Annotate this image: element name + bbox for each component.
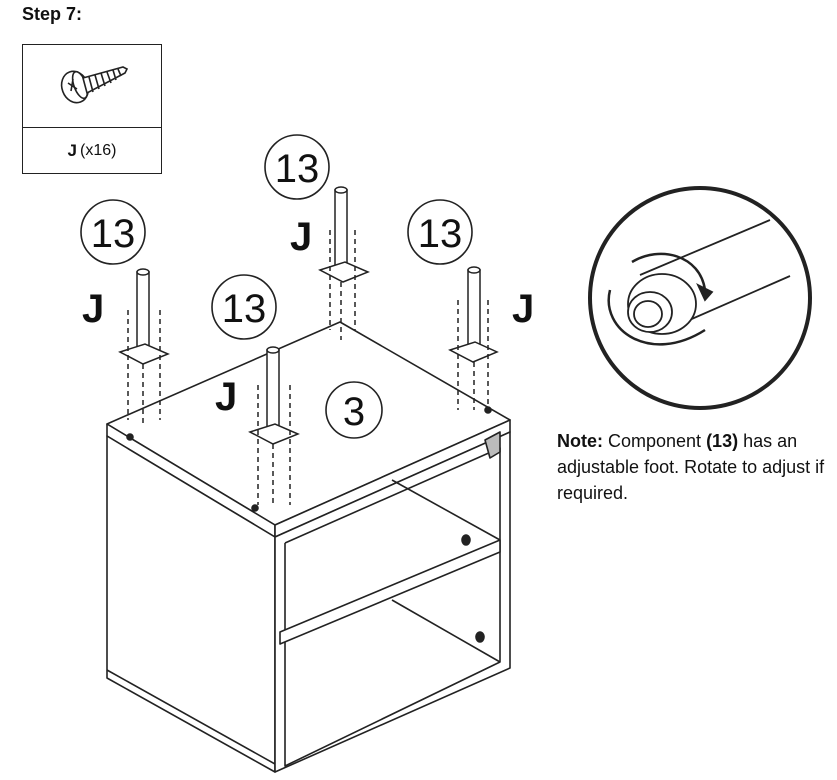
callout-13-back: 13 xyxy=(275,147,320,191)
label-j-back: J xyxy=(290,215,312,259)
part-j-image xyxy=(23,45,161,128)
cabinet-shelf xyxy=(279,539,501,645)
note-text-before: Component xyxy=(603,431,707,451)
screw-icon xyxy=(60,66,129,104)
callout-3-panel: 3 xyxy=(343,390,365,434)
callout-13-right: 13 xyxy=(418,212,463,256)
callout-13-front: 13 xyxy=(222,287,267,331)
part-j-letter: J xyxy=(67,141,77,160)
note-text: Note: Component (13) has an adjustable f… xyxy=(557,428,837,506)
step-title: Step 7: xyxy=(22,4,83,24)
note-component: (13) xyxy=(706,431,739,451)
label-j-front: J xyxy=(215,375,237,419)
cabinet-front xyxy=(274,431,511,773)
part-j-qty: (x16) xyxy=(80,142,117,159)
part-j-label: J (x16) xyxy=(23,129,161,173)
label-j-right: J xyxy=(512,287,534,331)
note-label: Note: xyxy=(557,431,603,451)
label-j-left: J xyxy=(82,287,104,331)
adjustable-foot-detail xyxy=(588,186,812,410)
note-text-after: has an adjustable foot. Rotate to adjust… xyxy=(557,431,825,503)
parts-list: J (x16) xyxy=(22,44,162,174)
callout-13-left: 13 xyxy=(91,212,136,256)
